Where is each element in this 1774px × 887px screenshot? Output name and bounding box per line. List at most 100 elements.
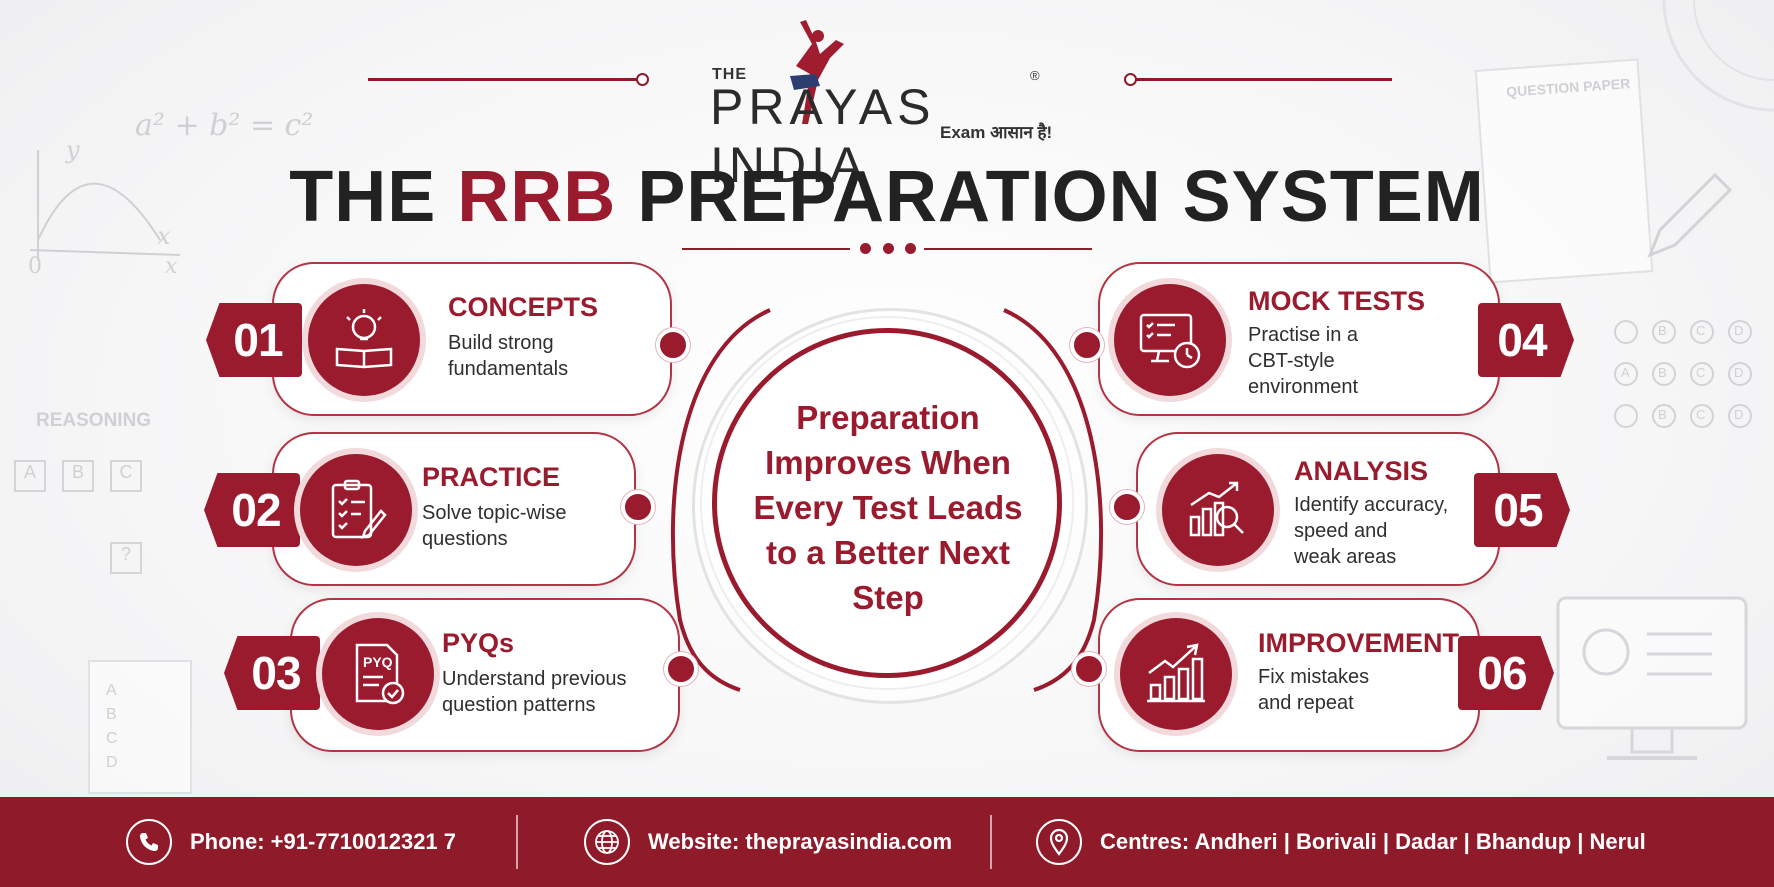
step-icon-circle-mock-tests: [1114, 284, 1226, 396]
step-desc-line: Solve topic-wise: [422, 502, 567, 524]
answer-letter-c: C: [106, 730, 118, 747]
dancer-figure-icon: [790, 20, 844, 124]
header-right-rule: [1136, 78, 1392, 81]
step-title-mock-tests: MOCK TESTS: [1248, 286, 1426, 316]
step-desc-analysis: Identify accuracy, speed and weak areas: [1294, 492, 1448, 570]
answer-sheet: A B C D: [88, 660, 192, 794]
step-title-pyqs: PYQs: [442, 628, 515, 658]
step-title-improvement: IMPROVEMENT: [1258, 628, 1460, 658]
footer-phone[interactable]: Phone: +91-7710012321 7: [126, 797, 456, 887]
step-title-analysis: ANALYSIS: [1294, 456, 1429, 486]
connector-dot-06: [1072, 652, 1106, 686]
axis-x2-label: x: [165, 254, 178, 279]
pencil-icon: [1647, 172, 1733, 258]
footer-centres-text: Centres: Andheri | Borivali | Dadar | Bh…: [1100, 829, 1646, 854]
step-desc-line: Identify accuracy,: [1294, 494, 1449, 516]
answer-letter-a: A: [106, 682, 117, 699]
step-desc-line: Fix mistakes: [1258, 666, 1370, 688]
title-underline-right: [924, 248, 1092, 250]
step-desc-line: Understand previous: [442, 668, 627, 690]
answer-letter-b: B: [106, 706, 117, 723]
header-right-rule-dot: [1124, 73, 1137, 86]
step-desc-concepts: Build strong fundamentals: [448, 330, 568, 382]
rising-chart-icon: [1147, 643, 1205, 703]
connector-dot-04: [1070, 328, 1104, 362]
location-pin-icon: [1036, 819, 1082, 865]
bubble-d3: D: [1734, 407, 1744, 422]
step-desc-line: environment: [1248, 376, 1359, 398]
step-desc-line: Build strong: [448, 332, 554, 354]
bubble-c2: C: [1696, 365, 1706, 380]
brand-registered-mark: ®: [1030, 68, 1040, 83]
background-formula: a² + b² = c²: [135, 108, 314, 143]
footer-website[interactable]: Website: theprayasindia.com: [584, 797, 952, 887]
bubble-b2: B: [1658, 365, 1667, 380]
question-paper-label: QUESTION PAPER: [1505, 75, 1631, 100]
step-desc-line: Practise in a: [1248, 324, 1359, 346]
brand-name: PRAYAS INDIA: [710, 79, 936, 193]
step-desc-line: and repeat: [1258, 692, 1354, 714]
axis-origin-label: 0: [28, 254, 42, 279]
header-left-rule: [368, 78, 640, 81]
pyq-document-icon: PYQ: [355, 643, 405, 705]
bubble-b3: B: [1658, 407, 1667, 422]
center-circle: [712, 328, 1062, 678]
phone-icon: [126, 819, 172, 865]
answer-letter-d: D: [106, 754, 118, 771]
step-number-05: 05: [1474, 473, 1570, 547]
step-number-01: 01: [206, 303, 302, 377]
footer-bar: Phone: +91-7710012321 7 Website: thepray…: [0, 797, 1774, 887]
footer-centres: Centres: Andheri | Borivali | Dadar | Bh…: [1036, 797, 1646, 887]
title-divider-dots: [860, 243, 916, 255]
reasoning-box-b: B: [62, 460, 94, 492]
step-number-03: 03: [224, 636, 320, 710]
center-connector-arcs: [670, 308, 1104, 692]
connector-dot-05: [1110, 490, 1144, 524]
clipboard-checklist-icon: [331, 479, 387, 539]
lightbulb-book-icon: [335, 309, 393, 369]
title-suffix: PREPARATION SYSTEM: [637, 157, 1485, 237]
title-prefix: THE: [289, 157, 437, 237]
footer-phone-text: Phone: +91-7710012321 7: [190, 829, 457, 854]
step-desc-pyqs: Understand previous question patterns: [442, 666, 627, 718]
step-number-04: 04: [1478, 303, 1574, 377]
bubble-c3: C: [1696, 407, 1706, 422]
step-icon-circle-analysis: [1162, 454, 1274, 566]
decorative-arc: [1662, 0, 1774, 112]
title-accent: RRB: [457, 157, 617, 237]
brand-the: THE: [712, 66, 747, 83]
chart-magnifier-icon: [1189, 481, 1244, 537]
page-title: THE RRB PREPARATION SYSTEM: [0, 156, 1774, 238]
step-icon-circle-practice: [300, 454, 412, 566]
step-desc-practice: Solve topic-wise questions: [422, 500, 567, 552]
brand-logo: THE PRAYAS INDIA ® Exam आसान है!: [700, 14, 1080, 193]
bubble-d2: D: [1734, 365, 1744, 380]
header-left-rule-dot: [636, 73, 649, 86]
footer-separator: [990, 815, 992, 869]
background-graph-icon: [29, 150, 181, 260]
step-desc-line: question patterns: [442, 694, 596, 716]
step-desc-line: weak areas: [1294, 546, 1397, 568]
step-desc-improvement: Fix mistakes and repeat: [1258, 664, 1369, 716]
step-icon-circle-pyqs: PYQ: [322, 618, 434, 730]
step-icon-circle-concepts: [308, 284, 420, 396]
step-desc-line: speed and: [1294, 520, 1388, 542]
step-desc-line: fundamentals: [448, 358, 569, 380]
title-underline-left: [682, 248, 850, 250]
step-number-06: 06: [1458, 636, 1554, 710]
monitor-timer-icon: [1139, 313, 1201, 369]
step-number-02: 02: [204, 473, 300, 547]
reasoning-label: REASONING: [36, 410, 152, 431]
connector-dot-02: [621, 490, 655, 524]
connector-dot-03: [664, 652, 698, 686]
center-message: Preparation Improves When Every Test Lea…: [753, 399, 1023, 616]
step-title-practice: PRACTICE: [422, 462, 561, 492]
step-desc-mock-tests: Practise in a CBT-style environment: [1248, 322, 1358, 400]
bubble-c1: C: [1696, 323, 1706, 338]
computer-monitor-icon: [1556, 596, 1748, 760]
reasoning-box-c: C: [110, 460, 142, 492]
bubble-d1: D: [1734, 323, 1744, 338]
reasoning-box-question: ?: [110, 542, 142, 574]
omr-bubble-grid: [1614, 320, 1752, 428]
svg-text:PYQ: PYQ: [363, 654, 393, 670]
